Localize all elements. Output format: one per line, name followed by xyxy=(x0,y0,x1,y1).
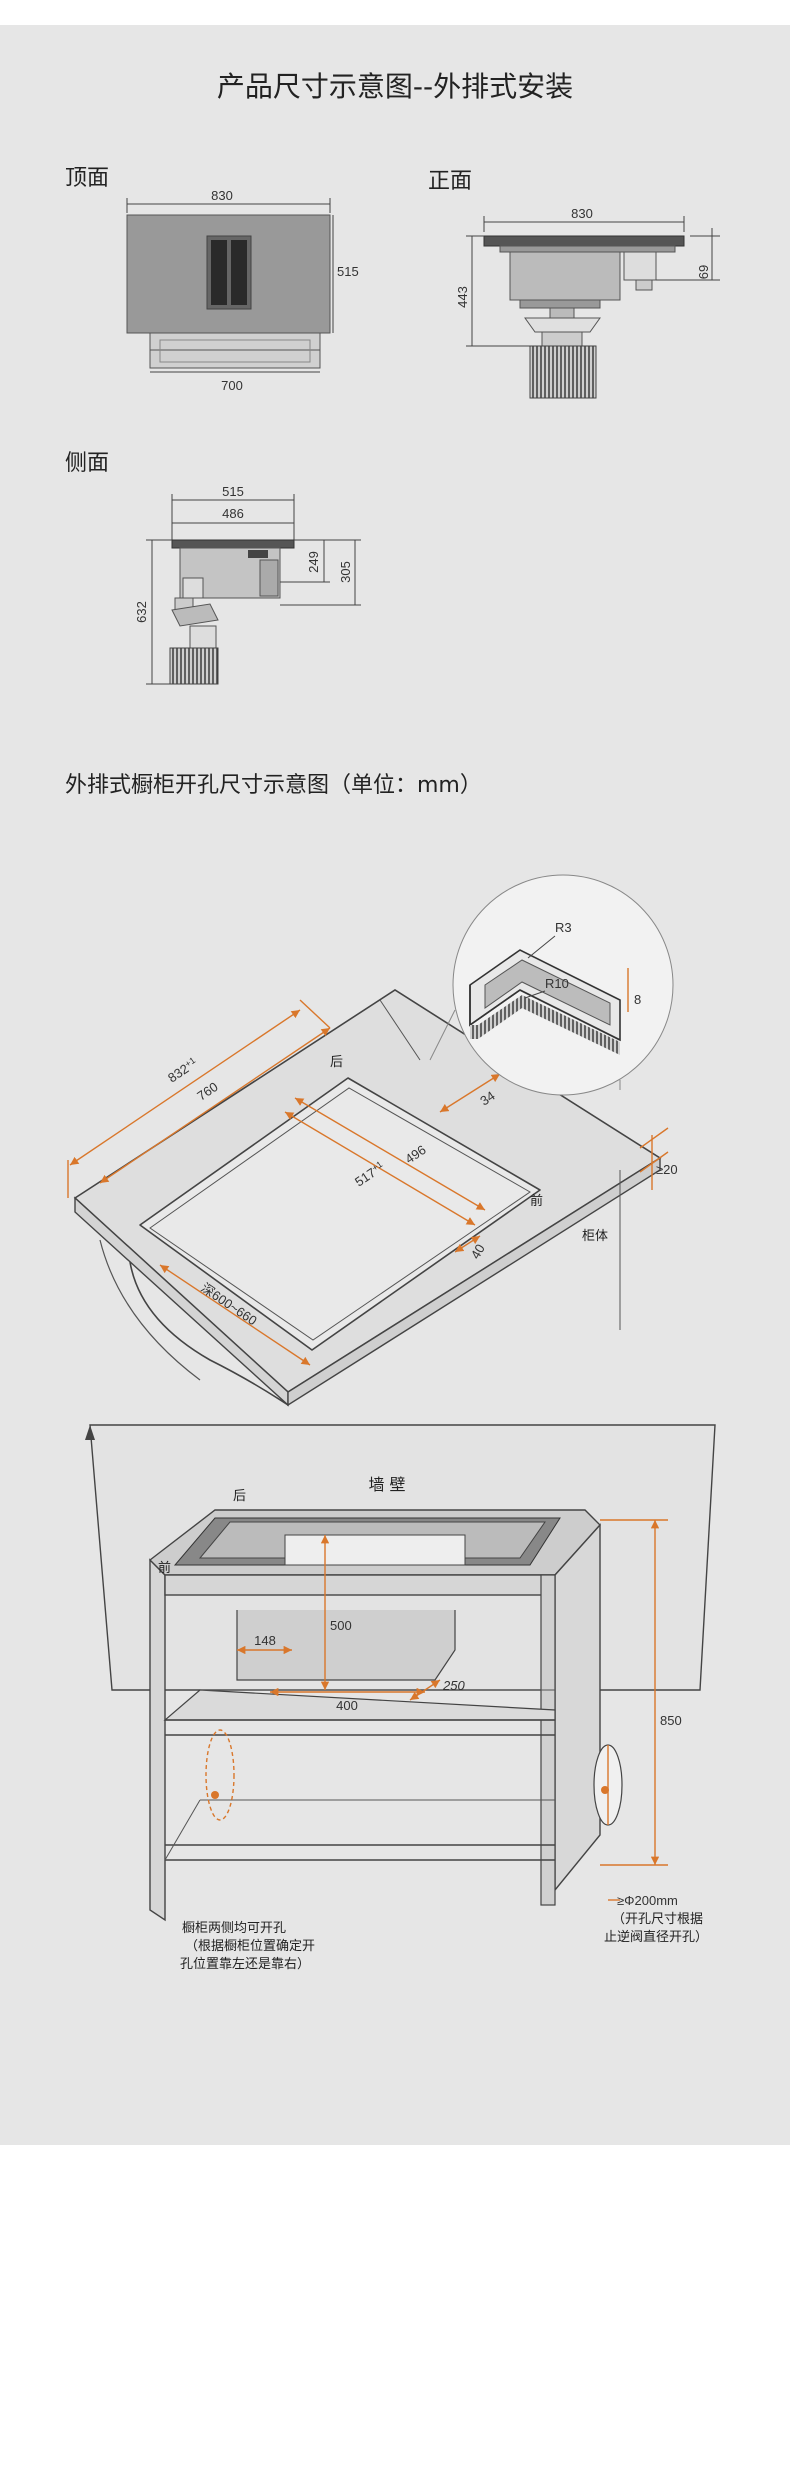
side-depth-value: 515 xyxy=(222,484,244,499)
note-right-2: 止逆阀直径开孔） xyxy=(604,1929,708,1945)
top-base-value: 700 xyxy=(221,378,243,393)
dim-250-line xyxy=(409,1679,441,1701)
cutout-back-label: 后 xyxy=(330,1055,343,1070)
dim-148-value: 148 xyxy=(254,1633,276,1648)
front-thickness-value: 69 xyxy=(696,265,711,279)
cutout-heading: 外排式橱柜开孔尺寸示意图（单位：mm） xyxy=(65,773,482,798)
cutout-length-inner-value: 760 xyxy=(194,1079,220,1104)
side-view-label: 侧面 xyxy=(65,451,109,476)
gap-front-line xyxy=(454,1235,481,1253)
top-width-value: 830 xyxy=(211,188,233,203)
corner-detail xyxy=(429,874,674,1096)
dim-850-value: 850 xyxy=(660,1713,682,1728)
side-h249-value: 249 xyxy=(306,551,321,573)
note-left-1: 橱柜两侧均可开孔 xyxy=(182,1921,286,1936)
side-view-drawing xyxy=(169,539,295,685)
note-left-3: 孔位置靠左还是靠右） xyxy=(180,1957,310,1972)
gap-back-line xyxy=(439,1073,501,1113)
side-inner-value: 486 xyxy=(222,506,244,521)
thickness-value: ≥20 xyxy=(656,1162,678,1177)
cabinet-body-label: 柜体 xyxy=(582,1229,608,1244)
detail-r3-label: R3 xyxy=(555,920,572,935)
front-height-value: 443 xyxy=(455,286,470,308)
side-total-value: 632 xyxy=(134,601,149,623)
note-left-2: （根据橱柜位置确定开 xyxy=(185,1939,315,1954)
dim-250-value: 250 xyxy=(442,1678,465,1693)
wall-label: 墙 壁 xyxy=(368,1475,405,1494)
top-view-label: 顶面 xyxy=(65,166,109,191)
dim-400-value: 400 xyxy=(336,1698,358,1713)
side-h305-value: 305 xyxy=(338,561,353,583)
top-view-drawing xyxy=(126,214,331,369)
detail-8-label: 8 xyxy=(634,992,641,1007)
front-view-drawing xyxy=(483,235,685,399)
cutout-front-label: 前 xyxy=(530,1193,543,1209)
gap-back-value: 34 xyxy=(477,1088,497,1109)
gap-front-value: 40 xyxy=(468,1241,488,1261)
cabinet-front-label: 前 xyxy=(158,1560,171,1576)
dim-500-value: 500 xyxy=(330,1618,352,1633)
cutout-length-inner-line xyxy=(99,1027,331,1184)
cutout-width-inner-line xyxy=(294,1097,486,1211)
hole-dim-value: ≥Φ200mm xyxy=(617,1893,678,1908)
front-view-label: 正面 xyxy=(428,169,472,194)
detail-r10-label: R10 xyxy=(545,976,569,991)
cabinet-drawing xyxy=(85,1424,716,1922)
depth-range-line xyxy=(159,1264,311,1366)
cabinet-back-label: 后 xyxy=(233,1489,246,1504)
page-title: 产品尺寸示意图--外排式安装 xyxy=(217,70,573,103)
top-depth-value: 515 xyxy=(337,264,359,279)
front-width-value: 830 xyxy=(571,206,593,221)
note-right-1: （开孔尺寸根据 xyxy=(612,1912,703,1927)
